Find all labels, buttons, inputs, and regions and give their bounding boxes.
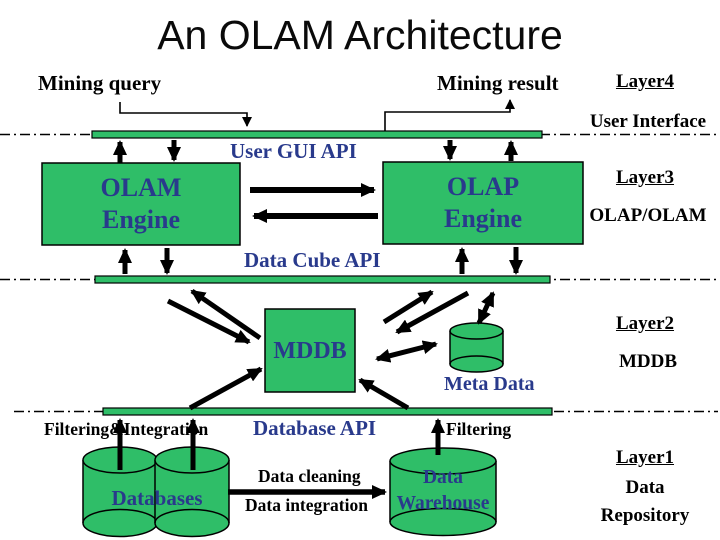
- meta-data-label: Meta Data: [444, 373, 535, 395]
- legend-layer1: Layer1: [615, 447, 675, 468]
- legend-layer1-name: Data Repository: [600, 477, 690, 526]
- mddb-box-label: MDDB: [273, 337, 347, 364]
- databases-label: Databases: [111, 486, 203, 510]
- olam-engine-box: [41, 162, 241, 246]
- arrow-mddb-to-cubeapi-right: [382, 289, 434, 325]
- mining-query-connector-arrow: [119, 102, 252, 127]
- olap-engine-box: [382, 161, 584, 245]
- legend-layer3-name: OLAP/OLAM: [589, 205, 707, 226]
- data-warehouse-label: Data Warehouse: [391, 466, 495, 516]
- data-warehouse-line2: Warehouse: [396, 493, 490, 514]
- arrow-dbapi-to-mddb-right: [358, 377, 410, 411]
- arrow-metadata-cubeapi-bidirectional: [476, 291, 496, 325]
- data-warehouse-line1: Data: [422, 466, 464, 488]
- arrow-dbapi-to-mddb-left: [188, 366, 263, 411]
- legend-layer2-name: MDDB: [618, 351, 678, 372]
- olam-engine-line2: Engine: [101, 205, 181, 234]
- mddb-box: [264, 308, 356, 393]
- mining-result-connector-arrow: [384, 99, 515, 131]
- filtering-label: Filtering: [446, 419, 512, 439]
- database-api-label: Database API: [253, 416, 377, 440]
- slide-title: An OLAM Architecture: [157, 12, 563, 58]
- user-gui-api-bar: [91, 130, 543, 139]
- arrow-cubeapi-to-mddb-right: [395, 290, 470, 335]
- olap-engine-line2: Engine: [443, 204, 523, 233]
- layer-divider-dashed-lines: [0, 133, 718, 413]
- olam-engine-line1: OLAM: [100, 172, 182, 202]
- databases-cylinder-right: [154, 446, 230, 538]
- meta-data-cylinder: [449, 322, 504, 373]
- data-cube-api-label: Data Cube API: [244, 248, 381, 272]
- mining-query-label: Mining query: [38, 71, 162, 95]
- data-integration-label: Data integration: [245, 495, 368, 515]
- legend-layer2: Layer2: [615, 313, 675, 334]
- data-warehouse-cylinder: [389, 447, 497, 537]
- legend-layer3: Layer3: [615, 167, 675, 188]
- arrow-cubeapi-to-mddb-left: [166, 298, 251, 345]
- mining-result-label: Mining result: [437, 71, 559, 95]
- user-gui-api-label: User GUI API: [230, 139, 357, 163]
- olap-engine-label: OLAP Engine: [383, 162, 583, 244]
- olap-engine-line1: OLAP: [446, 171, 520, 201]
- data-cube-api-bar: [94, 275, 551, 284]
- legend-layer4: Layer4: [615, 71, 675, 92]
- data-cleaning-label: Data cleaning: [258, 466, 361, 486]
- olam-engine-label: OLAM Engine: [42, 163, 240, 245]
- legend-layer4-name: User Interface: [589, 111, 707, 132]
- filtering-integration-label: Filtering&Integration: [44, 419, 209, 439]
- database-api-bar: [102, 407, 553, 416]
- arrow-mddb-metadata-bidirectional: [375, 340, 438, 363]
